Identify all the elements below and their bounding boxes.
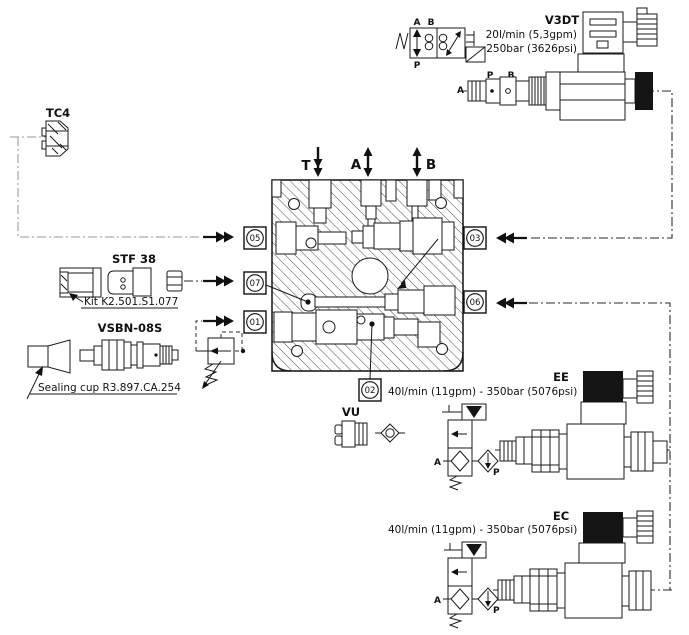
component-ee: EE 40l/min (11gpm) - 350bar (5076psi) A … [388,370,668,491]
ec-label: EC [553,509,569,523]
port-a-label: A [351,157,362,173]
ee-port-a: A [434,458,441,468]
ee-spec: 40l/min (11gpm) - 350bar (5076psi) [388,386,577,398]
component-vu: VU [334,405,405,448]
vsbn08s-label: VSBN-08S [98,321,163,335]
port-t-label: T [301,158,311,174]
component-tc4: TC4 [41,106,70,157]
sealing-cup-label: Sealing cup R3.897.CA.254 [38,382,181,394]
stf38-label: STF 38 [112,252,156,266]
component-stf38: STF 38 Kit K2.501.S1.077 [59,252,183,309]
v3dt-pressure: 250bar (3626psi) [486,43,577,55]
line-relief-to-01 [195,320,202,351]
v3dt-sym-port-p: P [414,61,421,71]
component-ec: EC 40l/min (11gpm) - 350bar (5076psi) A … [388,509,654,629]
callout-03: 03 [463,226,487,250]
callout-02-number: 02 [365,386,376,396]
ec-valve-symbol: A P [434,541,500,629]
line-tc4-to-05 [17,137,202,238]
component-v3dt: V3DT 20l/min (5,3gpm) 250bar (3626psi) A… [395,7,658,121]
v3dt-label: V3DT [545,13,579,27]
line-06-to-ee-ec [529,302,671,590]
ec-port-p: P [493,606,500,616]
port-b-label: B [426,157,436,173]
arrow-into-07-icon [201,274,236,288]
callout-05: 05 [243,226,267,250]
ee-port-p: P [493,468,500,478]
callout-01-number: 01 [250,318,261,328]
ee-cartridge [499,370,668,480]
manifold-block [271,179,464,372]
sealing-cup [27,339,71,374]
port-t-arrow-icon [312,145,324,179]
ec-cartridge [497,510,654,619]
callout-03-number: 03 [470,234,481,244]
port-b-arrow-icon [411,145,423,179]
arrow-into-06-icon [494,296,529,310]
ec-spec: 40l/min (11gpm) - 350bar (5076psi) [388,524,577,536]
manifold-ports: T A B [301,145,436,179]
callout-06-number: 06 [470,298,481,308]
callout-05-number: 05 [250,234,261,244]
callout-07-number: 07 [250,279,261,289]
ee-label: EE [553,370,569,384]
ec-port-a: A [434,596,441,606]
component-vsbn08s: VSBN-08S Sealing cup R3.897.CA.254 [26,321,181,400]
stf38-kit-label: Kit K2.501.S1.077 [84,296,178,308]
vu-label: VU [342,405,360,419]
callout-01: 01 [243,310,267,334]
v3dt-cart-port-p: P [487,71,494,81]
callout-07: 07 [243,271,267,295]
vsbn08s-cartridge [79,339,179,371]
v3dt-sym-port-a: A [414,18,421,28]
callout-06: 06 [463,290,487,314]
v3dt-cart-port-a: A [457,86,464,96]
arrow-into-03-icon [494,231,529,245]
port-a-arrow-icon [362,145,374,179]
callout-02: 02 [358,378,382,402]
arrow-into-01-icon [201,314,236,328]
v3dt-flow: 20l/min (5,3gpm) [486,29,577,41]
arrow-into-05-icon [201,230,236,244]
leader-02 [369,323,373,380]
leader-07 [265,284,309,303]
v3dt-cartridge: A P B [457,7,658,121]
v3dt-sym-port-b: B [428,18,435,28]
tc4-label: TC4 [46,106,70,120]
relief-valve-symbol [196,331,246,389]
v3dt-cart-port-b: B [508,71,515,81]
check-valve-icon [375,423,405,443]
ee-valve-symbol: A P [434,403,500,491]
v3dt-valve-symbol: A B P [395,18,486,71]
